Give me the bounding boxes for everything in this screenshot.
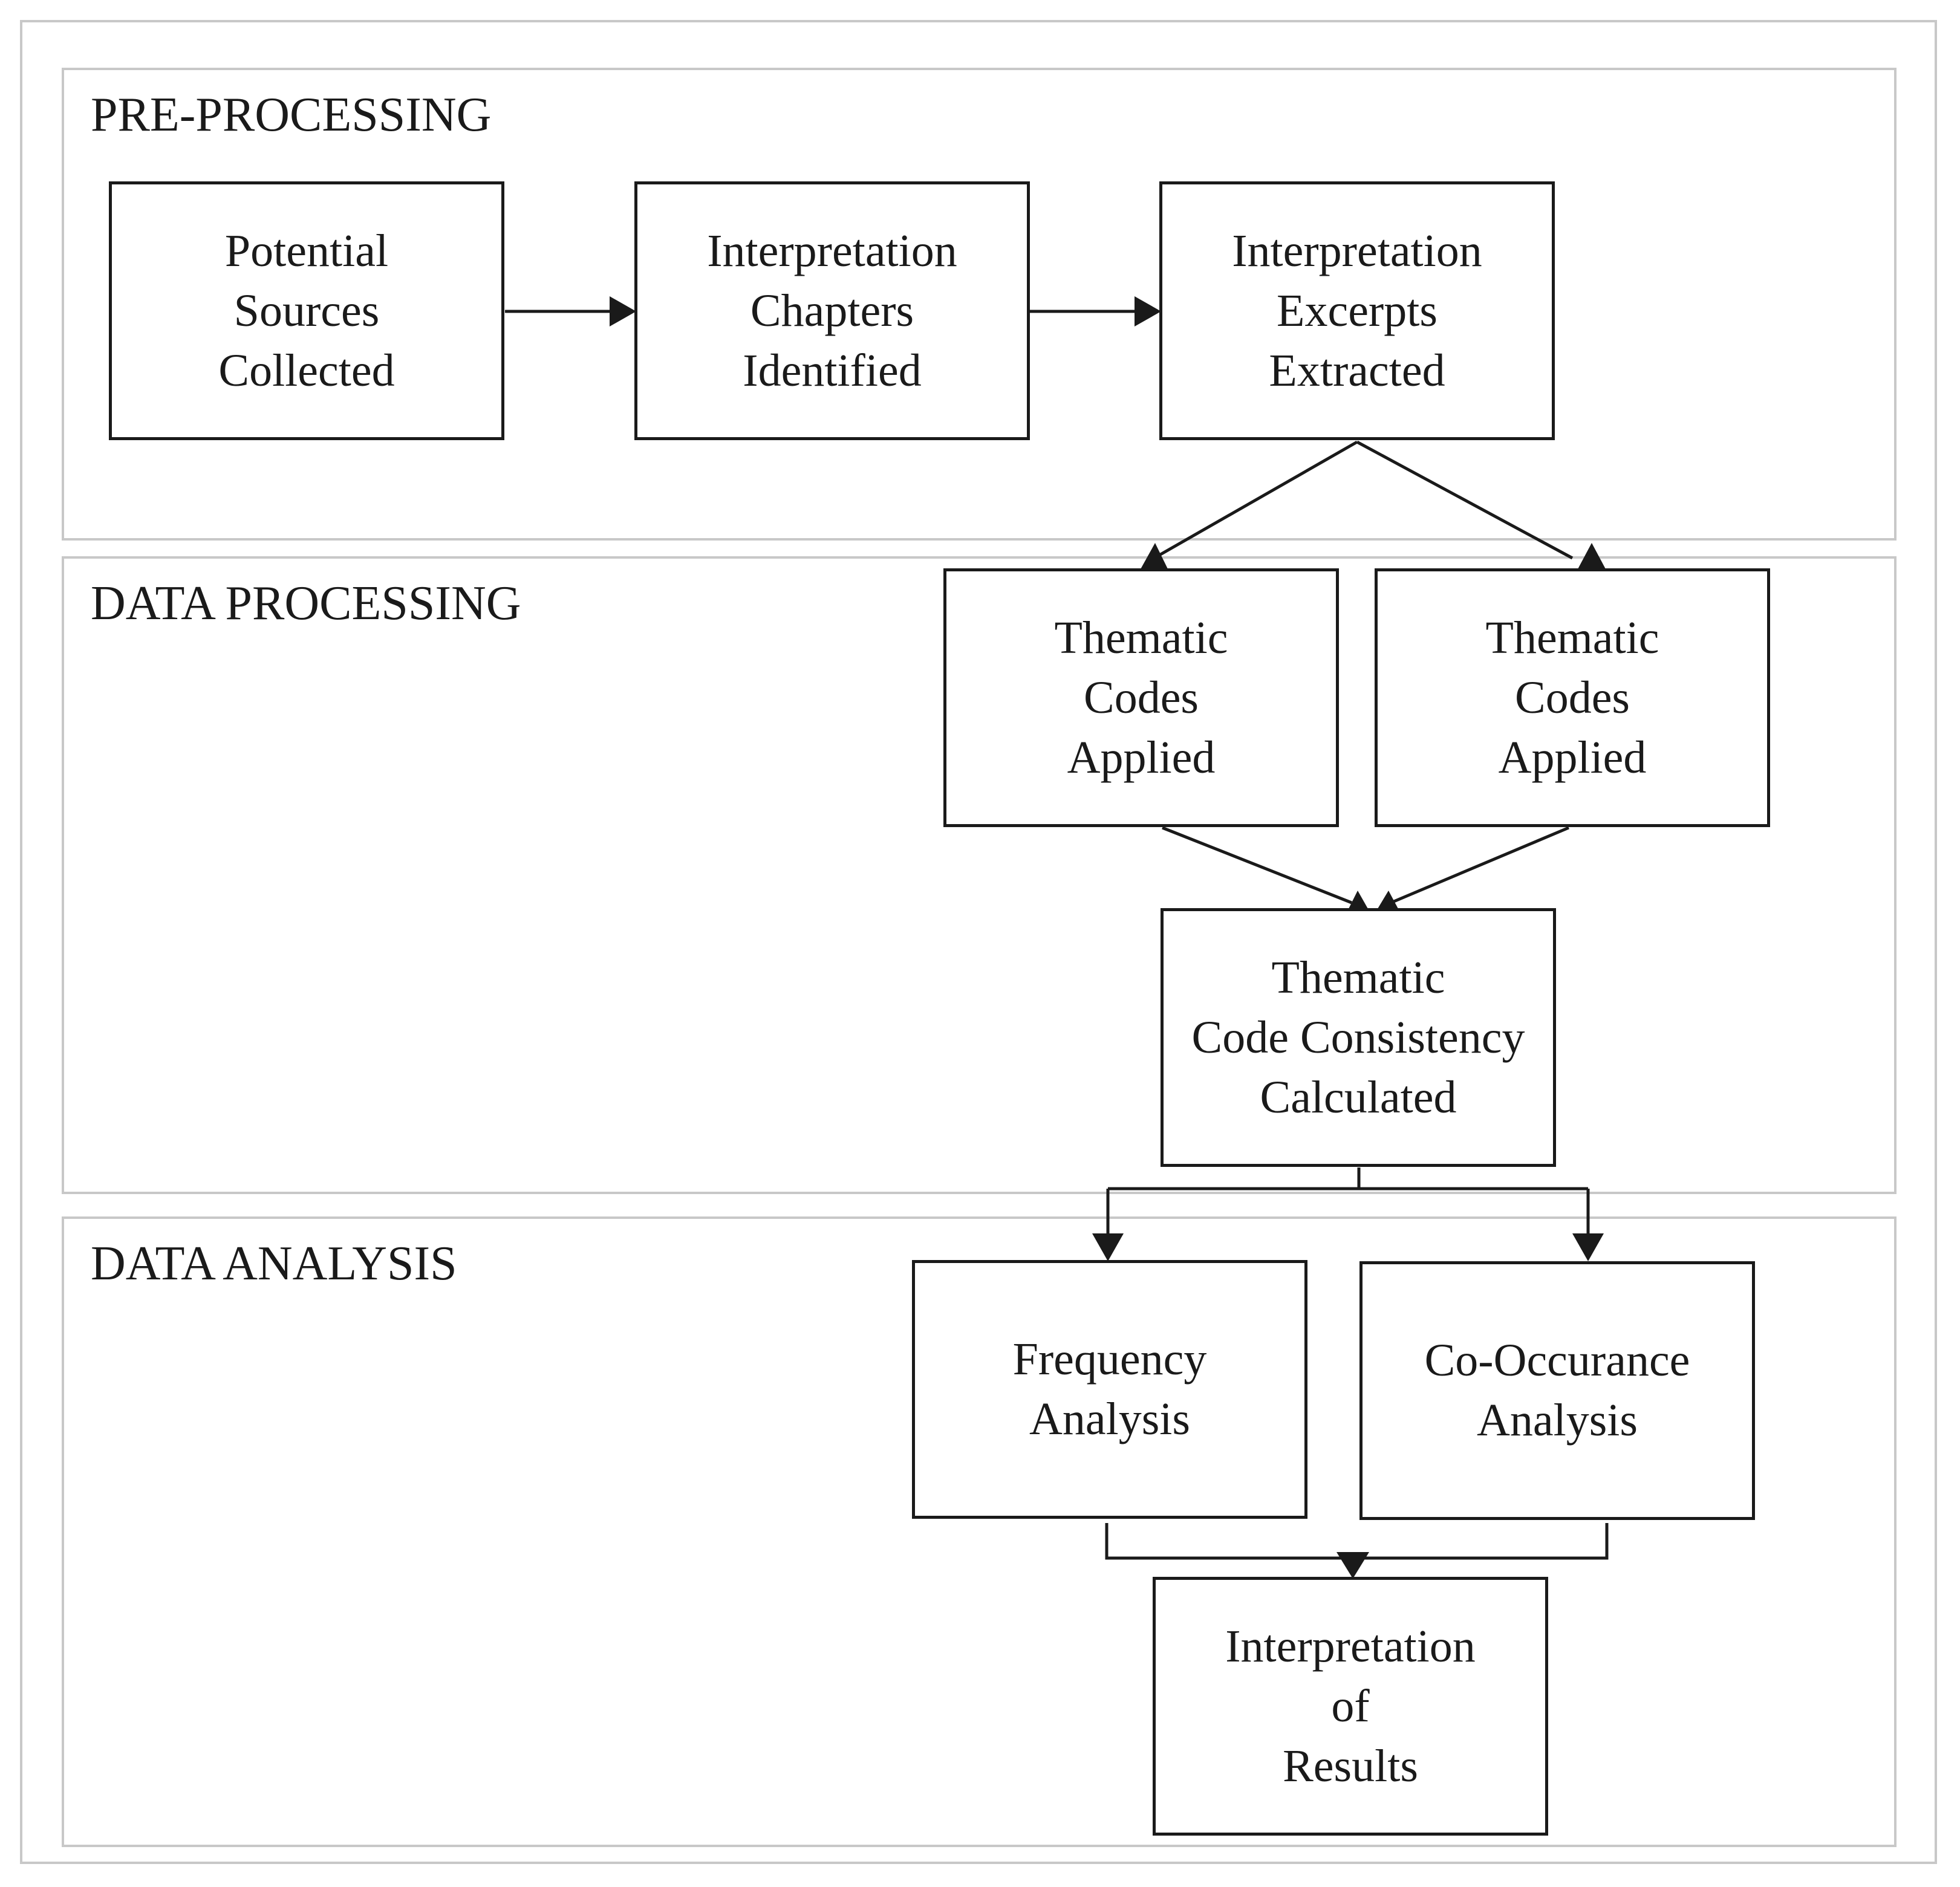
box-label-interpretation-chapters: Interpretation Chapters Identified	[707, 225, 957, 396]
arrowhead-codes-2	[1577, 543, 1606, 570]
arrow-excerpts-to-codes-2	[1356, 440, 1574, 560]
box-label-thematic-codes-2: Thematic Codes Applied	[1485, 612, 1659, 783]
box-label-code-consistency: Thematic Code Consistency Calculated	[1191, 952, 1525, 1123]
box-interpretation-results: Interpretation of Results	[1153, 1577, 1548, 1836]
arrowhead-results	[1337, 1552, 1369, 1579]
box-frequency-analysis: Frequency Analysis	[912, 1260, 1307, 1519]
box-interpretation-chapters: Interpretation Chapters Identified	[634, 181, 1030, 440]
arrow-codes-2-to-consistency	[1390, 826, 1569, 905]
box-potential-sources: Potential Sources Collected	[109, 181, 504, 440]
arrow-codes-1-to-consistency	[1162, 826, 1352, 905]
box-label-interpretation-results: Interpretation of Results	[1225, 1620, 1476, 1791]
section-label-data-processing: DATA PROCESSING	[91, 577, 521, 630]
box-label-frequency-analysis: Frequency Analysis	[1012, 1334, 1207, 1444]
arrowhead-frequency	[1092, 1233, 1124, 1261]
box-label-potential-sources: Potential Sources Collected	[218, 225, 395, 396]
arrowhead-codes-1	[1140, 543, 1168, 570]
box-code-consistency: Thematic Code Consistency Calculated	[1161, 908, 1556, 1167]
box-thematic-codes-2: Thematic Codes Applied	[1375, 568, 1770, 827]
box-cooccurance-analysis: Co-Occurance Analysis	[1359, 1261, 1755, 1520]
arrowhead-cooccurance	[1572, 1233, 1604, 1261]
box-label-thematic-codes-1: Thematic Codes Applied	[1054, 612, 1228, 783]
section-label-pre-processing: PRE-PROCESSING	[91, 88, 492, 141]
diagram-frame	[20, 20, 1937, 1864]
arrowhead-excerpts	[1135, 296, 1161, 326]
box-label-interpretation-excerpts: Interpretation Excerpts Extracted	[1232, 225, 1482, 396]
section-label-data-analysis: DATA ANALYSIS	[91, 1237, 457, 1290]
box-thematic-codes-1: Thematic Codes Applied	[943, 568, 1339, 827]
section-pre-processing: PRE-PROCESSING	[62, 68, 1897, 541]
section-data-processing: DATA PROCESSING	[62, 556, 1897, 1194]
arrowhead-consistency-left	[1349, 891, 1368, 909]
arrow-excerpts-to-codes-1	[1151, 440, 1358, 561]
box-interpretation-excerpts: Interpretation Excerpts Extracted	[1159, 181, 1555, 440]
box-label-cooccurance-analysis: Co-Occurance Analysis	[1424, 1335, 1690, 1446]
arrowhead-chapters	[610, 296, 636, 326]
arrowhead-consistency-right	[1378, 891, 1398, 909]
section-data-analysis: DATA ANALYSIS	[62, 1216, 1897, 1847]
